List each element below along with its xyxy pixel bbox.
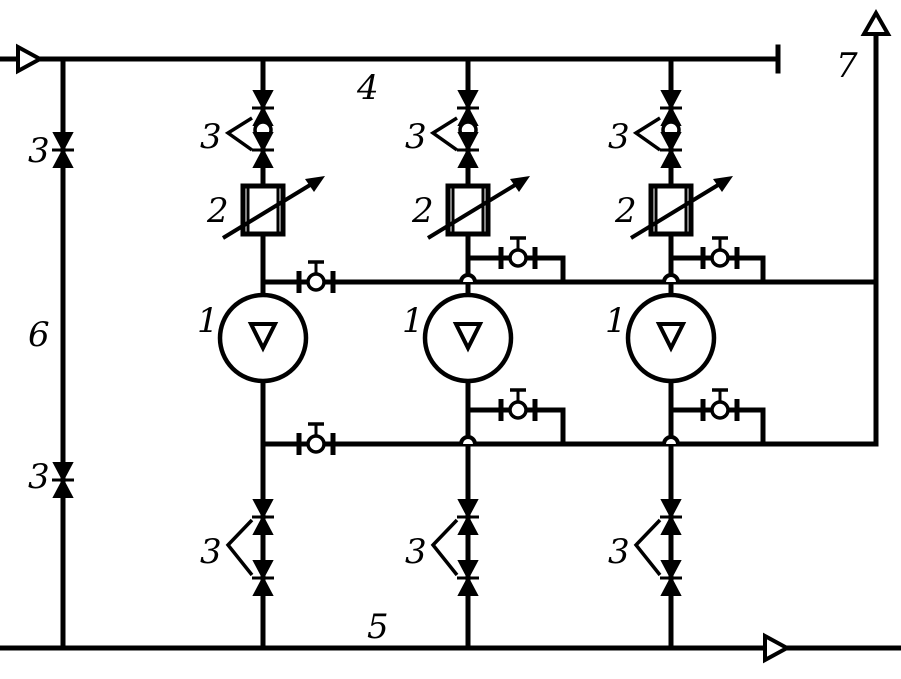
unit2-heater — [428, 176, 530, 238]
bypass-pipe — [50, 56, 76, 651]
unit3-pump — [628, 295, 714, 381]
return-header-pipe — [0, 632, 901, 664]
unit3-upper-control-valve[interactable] — [703, 238, 737, 269]
unit1-valve-lower-b[interactable] — [250, 559, 276, 597]
unit1-lower-control-valve[interactable] — [299, 424, 333, 455]
unit3-valve-lower-b[interactable] — [658, 559, 684, 597]
unit2-valve-lower-a[interactable] — [455, 498, 481, 536]
unit3-valve-top[interactable] — [658, 89, 684, 127]
label-return-header: 5 — [367, 607, 389, 647]
unit3-lower-control-valve[interactable] — [703, 390, 737, 421]
label-unit2-valves-lower: 3 — [405, 532, 427, 572]
unit3-valve-lower-a[interactable] — [658, 498, 684, 536]
label-unit2-pump: 1 — [402, 301, 424, 341]
label-unit1-valves-upper: 3 — [200, 117, 222, 157]
label-unit3-heater: 2 — [614, 191, 637, 231]
label-unit3-valves-lower: 3 — [608, 532, 630, 572]
label-unit2-valves-upper: 3 — [405, 117, 427, 157]
label-bypass-valve-lower: 3 — [28, 457, 50, 497]
label-unit3-pump: 1 — [605, 301, 627, 341]
valve-leader-lines — [224, 116, 662, 577]
supply-header-pipe — [0, 43, 781, 75]
label-supply-header: 4 — [356, 68, 379, 108]
unit3-upper-crossing — [662, 273, 680, 284]
unit2-pump — [425, 295, 511, 381]
label-unit2-heater: 2 — [411, 191, 434, 231]
label-outlet: 7 — [836, 46, 858, 86]
bypass-valve-upper[interactable] — [50, 131, 76, 169]
label-unit1-pump: 1 — [197, 301, 219, 341]
unit1-upper-control-valve[interactable] — [299, 262, 333, 293]
outlet-pipe — [860, 8, 892, 447]
unit1-heater — [223, 176, 325, 238]
unit3-heater — [631, 176, 733, 238]
bypass-valve-lower[interactable] — [50, 461, 76, 499]
unit2-lower-crossing — [459, 435, 477, 446]
pump-unit-2 — [425, 56, 566, 651]
unit2-valve-top[interactable] — [455, 89, 481, 127]
pump-unit-3 — [628, 56, 766, 651]
pump-unit-1 — [220, 56, 333, 651]
unit1-valve-lower-a[interactable] — [250, 498, 276, 536]
unit3-valve-mid[interactable] — [658, 131, 684, 169]
label-unit3-valves-upper: 3 — [608, 117, 630, 157]
label-bypass-valve-upper: 3 — [28, 131, 50, 171]
label-bypass: 6 — [28, 315, 50, 355]
unit2-valve-lower-b[interactable] — [455, 559, 481, 597]
unit1-pump — [220, 295, 306, 381]
label-unit1-heater: 2 — [206, 191, 229, 231]
unit2-upper-control-valve[interactable] — [501, 238, 535, 269]
label-unit1-valves-lower: 3 — [200, 532, 222, 572]
unit1-valve-mid[interactable] — [250, 131, 276, 169]
unit3-lower-crossing — [662, 435, 680, 446]
unit1-valve-top[interactable] — [250, 89, 276, 127]
unit2-lower-control-valve[interactable] — [501, 390, 535, 421]
unit2-valve-mid[interactable] — [455, 131, 481, 169]
diagram-labels: 4 5 6 7 3 3 3 3 3 3 3 3 2 2 2 1 1 1 — [28, 46, 858, 647]
unit2-upper-crossing — [459, 273, 477, 284]
